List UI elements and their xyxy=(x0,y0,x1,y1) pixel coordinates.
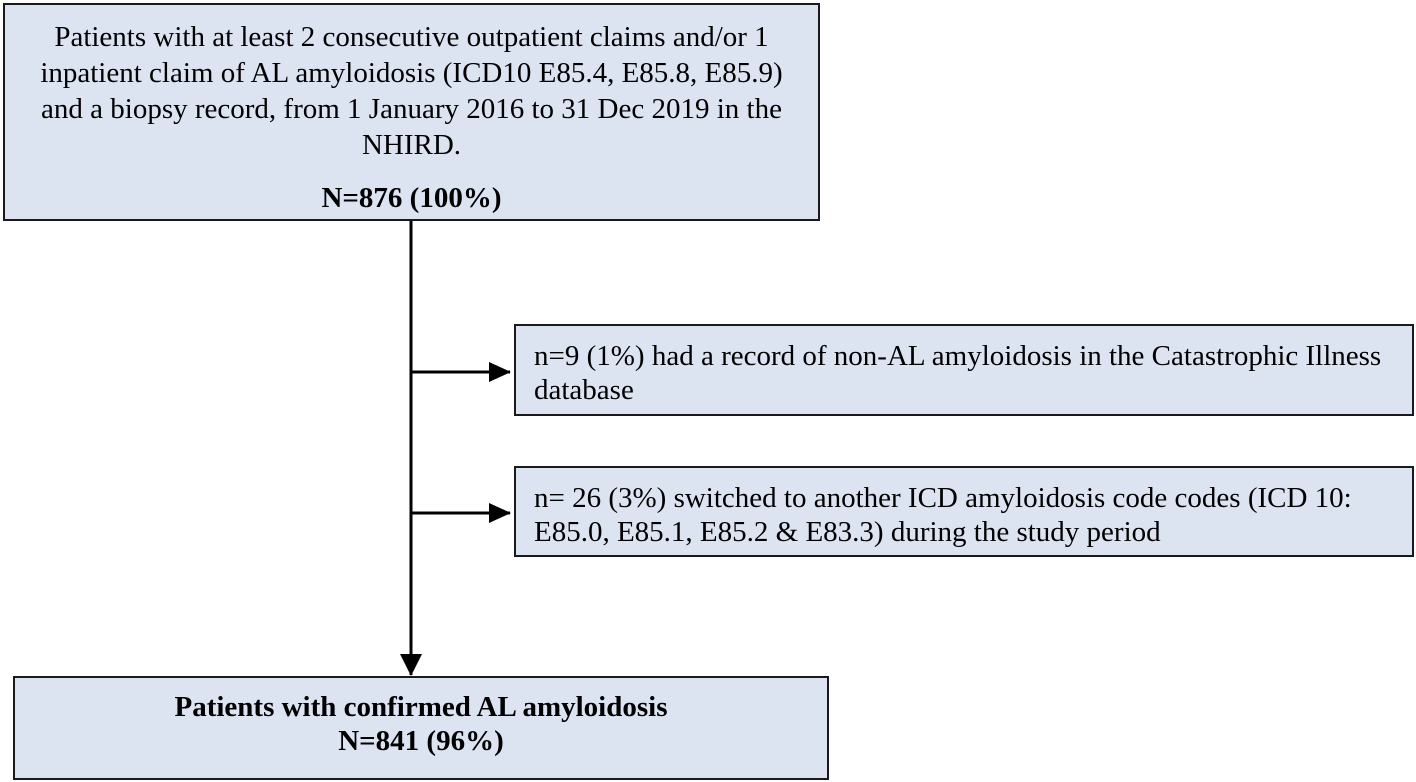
initial-cohort-criteria: Patients with at least 2 consecutive out… xyxy=(40,21,783,161)
final-cohort-box: Patients with confirmed AL amyloidosis N… xyxy=(13,676,829,780)
exclusion-text-non-al: n=9 (1%) had a record of non-AL amyloido… xyxy=(534,340,1382,406)
final-cohort-title: Patients with confirmed AL amyloidosis xyxy=(174,691,668,723)
final-cohort-count: N=841 (96%) xyxy=(338,725,504,757)
initial-cohort-count: N=876 (100%) xyxy=(321,182,502,214)
exclusion-box-code-switch: n= 26 (3%) switched to another ICD amylo… xyxy=(514,466,1414,557)
initial-cohort-box: Patients with at least 2 consecutive out… xyxy=(3,3,820,221)
exclusion-box-non-al: n=9 (1%) had a record of non-AL amyloido… xyxy=(514,324,1414,416)
exclusion-text-code-switch: n= 26 (3%) switched to another ICD amylo… xyxy=(534,482,1352,548)
